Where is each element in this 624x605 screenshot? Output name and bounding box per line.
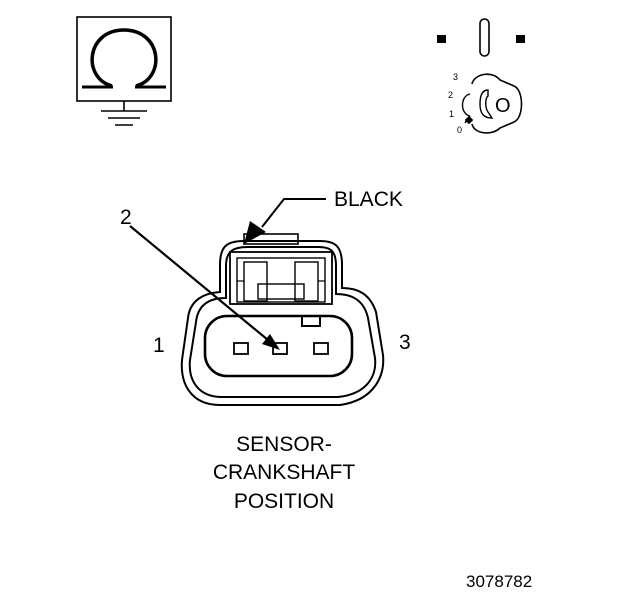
title-line-2: CRANKSHAFT xyxy=(213,461,356,484)
pin-3-label: 3 xyxy=(399,331,411,354)
ohmmeter-ground-icon xyxy=(76,16,172,126)
switch-position-1: 1 xyxy=(449,109,454,119)
terminal-3 xyxy=(313,342,329,355)
switch-position-0: 0 xyxy=(457,125,462,135)
terminal-2 xyxy=(272,342,288,355)
switch-position-3: 3 xyxy=(453,72,458,82)
switch-position-2: 2 xyxy=(448,90,453,100)
pin-2-label: 2 xyxy=(120,206,132,229)
title-line-1: SENSOR- xyxy=(236,433,332,456)
black-wire-leader xyxy=(244,198,326,244)
wire-color-label: BLACK xyxy=(334,188,403,211)
ignition-key-icon: O 3 2 1 0 xyxy=(437,18,525,135)
figure-number: 3078782 xyxy=(466,572,532,591)
terminal-1 xyxy=(233,342,249,355)
pin-2-leader xyxy=(129,225,280,350)
connector-body xyxy=(180,233,385,406)
pin-1-label: 1 xyxy=(153,334,165,357)
title-line-3: POSITION xyxy=(234,490,334,513)
key-position-label: O xyxy=(495,95,511,117)
